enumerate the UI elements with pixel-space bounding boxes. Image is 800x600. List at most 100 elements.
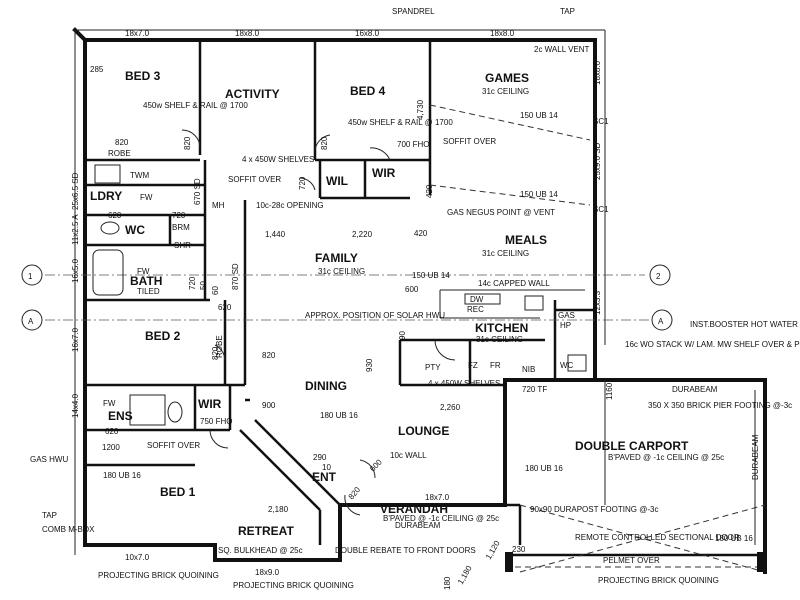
opening-label: 10c-28c OPENING (256, 201, 324, 210)
fho2-label: 750 FHO (200, 417, 232, 426)
pelmet-label: PELMET OVER (603, 556, 660, 565)
dim-620c: 620 (105, 427, 119, 436)
room-retreat: RETREAT (238, 524, 294, 538)
ub6-label: 180 UB 16 (525, 464, 563, 473)
family-ceiling: 31c CEILING (318, 267, 365, 276)
door-swings (181, 129, 456, 516)
interior-walls (85, 40, 595, 545)
sc2-label: SC1 (593, 205, 609, 214)
ub2-label: 150 UB 14 (520, 190, 558, 199)
laundry-trough (94, 164, 121, 184)
gas-label: GAS (558, 311, 575, 320)
solar-label: APPROX. POSITION OF SOLAR HWU (305, 311, 445, 320)
dim-1200: 1200 (102, 443, 120, 452)
toilet-wc (100, 221, 120, 235)
room-ens: ENS (108, 409, 133, 423)
dim-l1: 25x6.5 SD (71, 172, 80, 210)
soffit1-label: SOFFIT OVER (228, 175, 281, 184)
hp-label: HP (560, 321, 571, 330)
dim-820e: 820 (211, 346, 220, 360)
bath-note: TILED (137, 287, 160, 296)
room-wir2: WIR (198, 397, 222, 411)
dim-720c: 720 (188, 276, 197, 290)
rec-label: REC (467, 305, 484, 314)
ub3-label: 150 UB 14 (412, 271, 450, 280)
dim-670: 670 SD (193, 178, 202, 205)
dim-285: 285 (90, 65, 104, 74)
durabeam2-label: DURABEAM (751, 434, 760, 480)
cooktop (524, 295, 544, 311)
dim-10: 10 (322, 463, 331, 472)
booster-label: INST.BOOSTER HOT WATER UNIT. (690, 320, 800, 329)
room-games: GAMES (485, 71, 529, 85)
dim-230: 230 (512, 545, 526, 554)
mh-label: MH (212, 201, 225, 210)
dim-1160: 1160 (605, 382, 614, 400)
quoining3-label: PROJECTING BRICK QUOINING (598, 576, 719, 585)
dim-bot2: 18x9.0 (255, 568, 280, 577)
verandah-paved-label: B'PAVED @ -1c CEILING @ 25c (383, 514, 499, 523)
shelf-bed4: 450w SHELF & RAIL @ 1700 (348, 118, 453, 127)
dim-720b: 720 (298, 176, 307, 190)
dim-60: 60 (211, 286, 220, 295)
durabeam3-label: DURABEAM (395, 521, 441, 530)
dim-top3: 16x8.0 (355, 29, 380, 38)
dim-820a: 820 (115, 138, 129, 147)
dim-620a: 620 (108, 211, 122, 220)
room-lounge: LOUNGE (398, 424, 449, 438)
dim-l5: 14x4.0 (71, 393, 80, 418)
dim-290: 290 (313, 453, 327, 462)
soffit2-label: SOFFIT OVER (443, 137, 496, 146)
fw3-label: FW (103, 399, 116, 408)
svg-text:A: A (28, 317, 34, 326)
wo-stack-label: 16c WO STACK W/ LAM. MW SHELF OVER & POT… (625, 340, 800, 349)
dim-720a: 720 (172, 211, 186, 220)
wc-k-label: WC (560, 361, 574, 370)
bath-tub (92, 249, 124, 296)
dim-r2: 25x9.0 SD (593, 142, 602, 180)
dim-l2: 11x2.5 A (71, 214, 80, 245)
room-verandah: VERANDAH (380, 502, 448, 516)
room-activity: ACTIVITY (225, 87, 280, 101)
dim-900: 900 (262, 401, 276, 410)
dim-r1: 18x8.0 (593, 60, 602, 85)
ub4-label: 180 UB 16 (320, 411, 358, 420)
durapost-label: 90x90 DURAPOST FOOTING @-3c (530, 505, 658, 514)
dim-ver: 18x7.0 (425, 493, 450, 502)
vent-label: 2c WALL VENT (534, 45, 590, 54)
dim-820c: 820 (320, 136, 329, 150)
dim-720d: 720 TF (522, 385, 547, 394)
robe2-label: ROBE (215, 335, 224, 358)
grid-marker-1: 1 (21, 264, 43, 286)
door-label: REMOTE CONTROLLED SECTIONAL DOOR (575, 533, 740, 542)
room-ldry: LDRY (90, 189, 122, 203)
sc1-label: SC1 (593, 117, 609, 126)
fixtures (92, 164, 587, 426)
ub7-label: 180 UB 16 (715, 534, 753, 543)
pier-label: 350 X 350 BRICK PIER FOOTING @-3c (648, 401, 792, 410)
dim-820f: 820 (347, 485, 363, 501)
quoining2-label: PROJECTING BRICK QUOINING (233, 581, 354, 590)
fw-label: FW (140, 193, 153, 202)
brm-label: BRM (172, 223, 190, 232)
kitchen-ceiling: 31c CEILING (476, 335, 523, 344)
shelves-label: 4 x 450W SHELVES (242, 155, 314, 164)
hwu-unit (567, 354, 587, 372)
grid-lines (45, 104, 650, 321)
shelf-bed3: 450w SHELF & RAIL @ 1700 (143, 101, 248, 110)
kitchen-sink (464, 293, 501, 305)
dim-l3: 16x5.0 (71, 258, 80, 283)
quoining1-label: PROJECTING BRICK QUOINING (98, 571, 219, 580)
dim-90a: 90 (398, 331, 407, 340)
room-dining: DINING (305, 379, 347, 393)
room-family: FAMILY (315, 251, 358, 265)
twm-label: TWM (130, 171, 149, 180)
ub5-label: 180 UB 16 (103, 471, 141, 480)
dim-620b: 620 (218, 303, 232, 312)
room-wc: WC (125, 223, 145, 237)
dim-2180: 2,180 (268, 505, 289, 514)
carport-paved-label: B'PAVED @ -1c CEILING @ 25c (608, 453, 724, 462)
dim-820d: 820 (262, 351, 276, 360)
bulkhead-label: SQ. BULKHEAD @ 25c (218, 546, 303, 555)
